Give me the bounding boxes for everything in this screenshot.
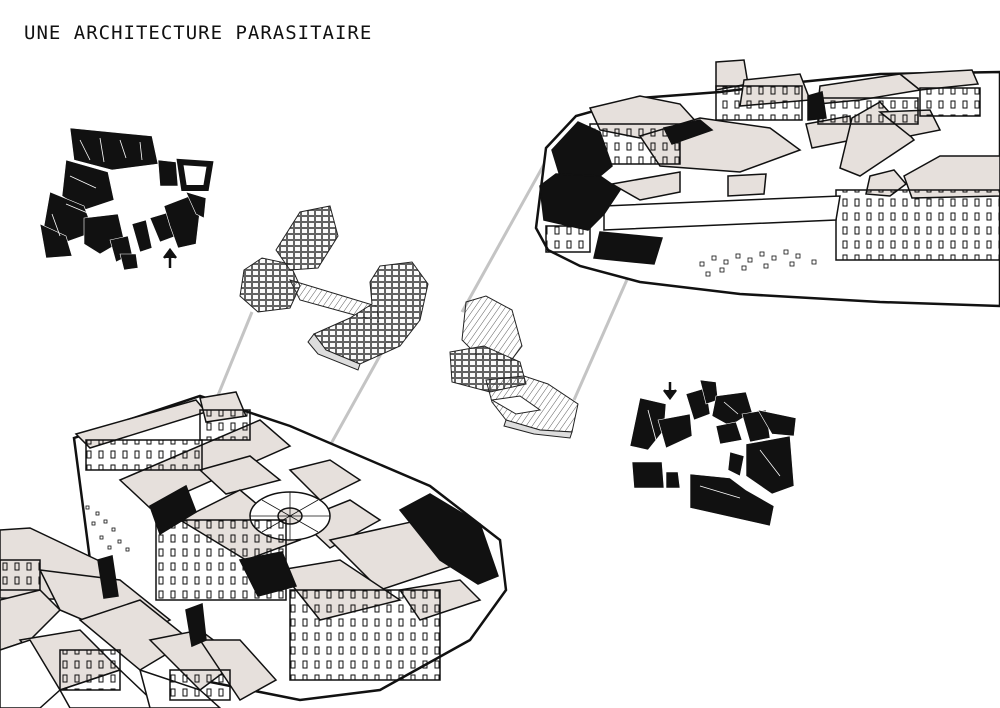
parasite-module-left [239,205,429,371]
block-plan-top-left [39,127,214,271]
parasite-module-right [449,295,579,439]
arrow-down-icon [663,382,677,401]
island-complex-bottom-left [72,391,508,702]
foreground-houses [0,527,278,708]
block-plan-bottom-right [629,379,797,527]
island-complex-top-right [534,59,1000,308]
connector-line-3 [460,149,554,313]
arrow-up-icon [163,247,177,268]
page-title: UNE ARCHITECTURE PARASITAIRE [24,22,373,44]
